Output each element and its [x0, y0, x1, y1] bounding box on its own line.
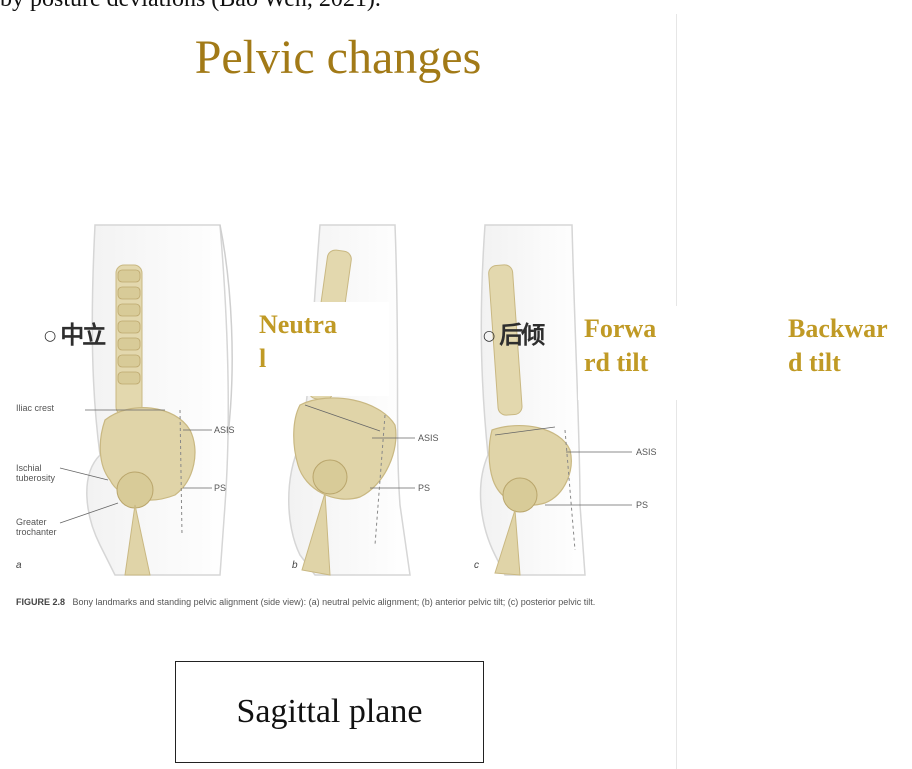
- panel-c-posterior: [481, 225, 632, 575]
- panel-letter-c: c: [474, 560, 479, 571]
- label-asis-a: ASIS: [214, 425, 235, 435]
- panel-a-neutral: [60, 225, 232, 575]
- label-ps-c: PS: [636, 500, 648, 510]
- panel-b-anterior: [289, 225, 415, 575]
- sagittal-plane-box: Sagittal plane: [175, 661, 484, 763]
- chinese-label-posterior: ○后倾: [483, 315, 543, 350]
- label-ischial-tuberosity: Ischial tuberosity: [16, 463, 62, 483]
- overlay-label-backward-tilt: Backwar d tilt: [782, 306, 912, 400]
- label-asis-c: ASIS: [636, 447, 657, 457]
- chinese-label-neutral: ○中立: [44, 315, 104, 350]
- overlay-label-forward-tilt: Forwa rd tilt: [578, 306, 678, 400]
- label-greater-trochanter: Greater trochanter: [16, 517, 62, 537]
- label-ps-a: PS: [214, 483, 226, 493]
- overlay-label-neutral: Neutra l: [253, 302, 389, 396]
- label-ps-b: PS: [418, 483, 430, 493]
- panel-letter-b: b: [292, 560, 298, 571]
- body-text-top: by posture deviations (Bao Wen, 2021).: [0, 0, 381, 13]
- label-asis-b: ASIS: [418, 433, 439, 443]
- figure-caption: FIGURE 2.8 Bony landmarks and standing p…: [16, 595, 676, 609]
- label-iliac-crest: Iliac crest: [16, 403, 54, 413]
- pelvic-alignment-figure: Iliac crest Ischial tuberosity Greater t…: [0, 205, 676, 625]
- panel-letter-a: a: [16, 560, 22, 571]
- pelvis-illustration: [0, 205, 676, 625]
- slide-title: Pelvic changes: [0, 30, 676, 85]
